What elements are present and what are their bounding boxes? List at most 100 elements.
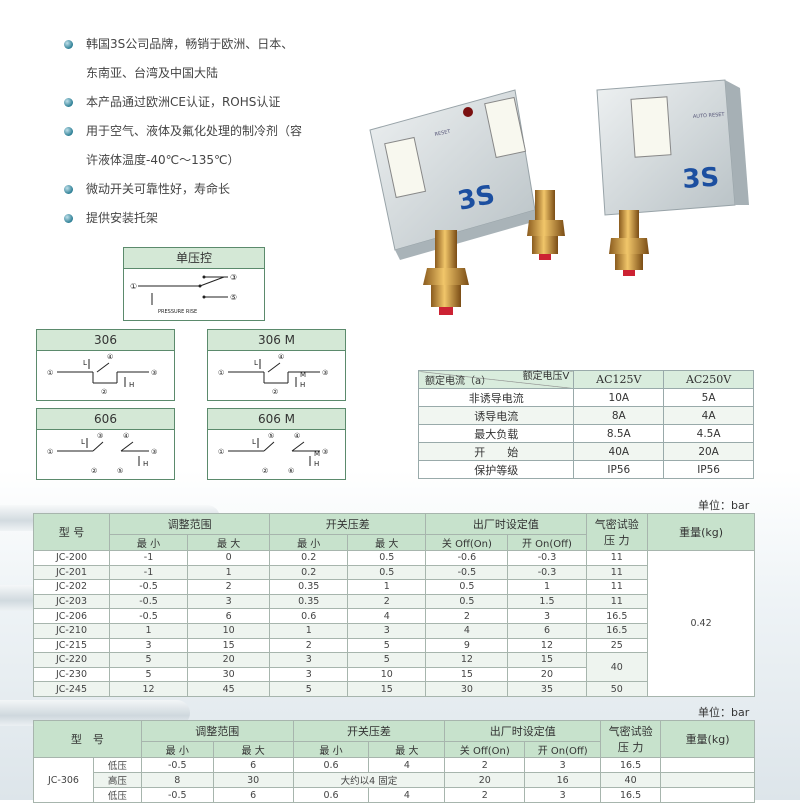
svg-text:①: ① [130,282,137,291]
svg-text:⑤: ⑤ [230,293,237,302]
header-factory: 出厂时设定值 [444,720,602,742]
table-cell: 0.6 [269,608,349,624]
table-cell: 5 [347,652,427,668]
svg-text:③: ③ [230,273,237,282]
table-cell: 3 [524,757,602,773]
table-cell: -0.5 [108,579,189,595]
table-cell: 40 [585,652,649,683]
svg-text:④: ④ [278,353,284,361]
header-range: 调整范围 [140,720,294,742]
table-cell: 1 [269,622,349,639]
table-cell: 3 [269,666,349,683]
svg-text:②: ② [272,388,278,396]
auto-reset-label: AUTO RESET [693,112,726,120]
svg-text:①: ① [47,448,53,456]
table-cell: 35 [507,681,587,697]
table-cell: 11 [585,550,649,566]
table-cell: 16 [524,772,602,788]
header-weight: 重量(kg) [660,720,755,758]
table-cell: 10 [187,622,271,639]
svg-text:②: ② [101,388,107,396]
table-cell: 1 [347,579,427,595]
header-factory: 出厂时设定值 [425,513,587,535]
svg-text:①: ① [218,369,224,377]
svg-text:③: ③ [151,448,157,456]
table-cell: 4 [368,757,446,773]
header-test: 气密试验压 力 [585,513,649,551]
feature-item: 微动开关可靠性好，寿命长 [60,175,360,204]
table-cell: 0.5 [425,579,509,595]
feature-item: 用于空气、液体及氟化处理的制冷剂（容许液体温度-40℃～135℃） [60,117,360,175]
svg-text:L: L [254,359,258,367]
header-min: 最 小 [108,534,189,551]
table-cell: 40 [600,772,662,788]
spec-table-2: 型 号 调整范围 开关压差 出厂时设定值 气密试验压 力 重量(kg) 最 小 … [33,720,755,803]
svg-text:H: H [143,460,148,468]
bullet-icon [64,40,73,49]
table-cell: 6 [507,622,587,639]
table-cell: 1.5 [507,593,587,610]
bullet-icon [64,98,73,107]
table-cell: 3 [187,593,271,610]
unit-label: 单位：bar [698,706,750,719]
table-cell: 30 [425,681,509,697]
header-diff: 开关压差 [269,513,427,535]
table-cell: 16.5 [585,622,649,639]
schematic-title: 306 M [208,330,345,351]
svg-text:L: L [81,438,85,446]
table-cell: 3 [507,608,587,624]
table-cell: -0.6 [425,550,509,566]
table-cell: 0.6 [292,787,370,803]
table-cell: 6 [212,787,294,803]
table-cell: 45 [187,681,271,697]
table-cell: 30 [212,772,294,788]
table-cell: JC-210 [33,622,110,639]
svg-text:④: ④ [123,432,129,440]
rating-value: 8.5A [573,424,665,443]
svg-text:L: L [252,438,256,446]
table-cell: 6 [187,608,271,624]
svg-text:③: ③ [151,369,157,377]
bullet-icon [64,185,73,194]
weight-cell [660,772,755,788]
table-cell: 15 [507,652,587,668]
header-on: 开 On(Off) [507,534,587,551]
rating-value: 10A [573,388,665,407]
table-cell: -0.3 [507,564,587,581]
rating-diagonal-header: 额定电压V 额定电流（a） [417,370,575,389]
table-cell: 20 [444,772,526,788]
table-cell: 8 [140,772,214,788]
feature-item: 本产品通过欧洲CE认证，ROHS认证 [60,88,360,117]
table-cell: 5 [269,681,349,697]
table-cell: 3 [347,622,427,639]
table-cell: 1 [187,564,271,581]
table-cell: 0.5 [347,564,427,581]
rating-label: 保护等级 [417,460,575,479]
unit-label: 单位：bar [698,499,750,512]
table-cell: 4 [368,787,446,803]
table-cell: 低压 [92,787,142,803]
table-cell: 12 [425,652,509,668]
table-cell: 4 [425,622,509,639]
table-cell: 20 [507,666,587,683]
table-cell: 2 [347,593,427,610]
header-min: 最 小 [292,741,370,758]
table-cell: 高压 [92,772,142,788]
svg-text:H: H [300,381,305,389]
table-cell: -0.5 [140,787,214,803]
pressure-rise-caption: PRESSURE RISE [158,309,197,315]
schematic-title: 306 [37,330,174,351]
header-range: 调整范围 [108,513,271,535]
table-cell: JC-206 [33,608,110,624]
brand-logo: 3S [455,180,497,217]
reset-label: RESET [434,129,452,138]
